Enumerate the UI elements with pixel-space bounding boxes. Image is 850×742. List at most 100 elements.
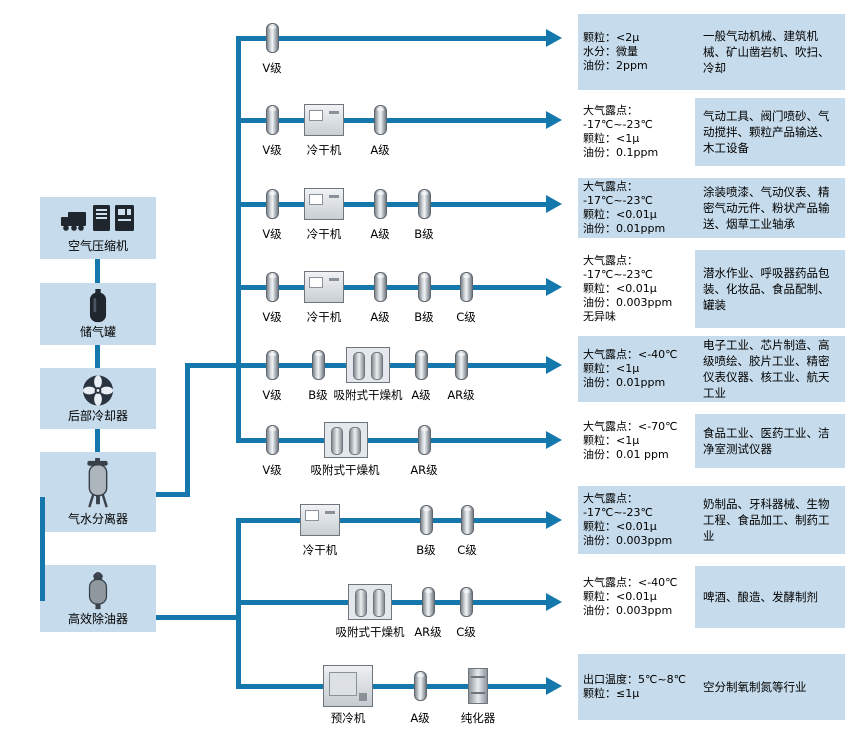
spec-line: 颗粒：<0.01μ <box>583 590 657 603</box>
spec-text: 大气露点：<-40℃ 颗粒：<1μ 油份：0.01ppm <box>583 348 678 390</box>
spec-text: 大气露点： -17℃~-23℃ 颗粒：<1μ 油份：0.1ppm <box>583 104 658 160</box>
spec-line: 无异味 <box>583 310 616 323</box>
spec-line: 油份：0.003ppm <box>583 534 673 547</box>
component-label: V级 <box>262 388 282 402</box>
equipment-oil-remover: 高效除油器 <box>40 565 156 632</box>
filter-icon <box>374 105 387 135</box>
component-label: A级 <box>370 227 390 241</box>
row-panel <box>578 486 845 554</box>
filter-icon <box>418 272 431 302</box>
spec-text: 大气露点：<-40℃ 颗粒：<0.01μ 油份：0.003ppm <box>583 576 678 618</box>
spec-line: -17℃~-23℃ <box>583 118 653 131</box>
spec-line: 出口温度：5℃~8℃ <box>583 673 686 686</box>
flow-line <box>236 36 548 41</box>
refrigerated-dryer-icon <box>304 104 344 136</box>
component-label: A级 <box>370 310 390 324</box>
flow-line <box>236 600 548 605</box>
spec-text: 颗粒：<2μ 水分：微量 油份：2ppm <box>583 31 648 73</box>
spec-text: 大气露点： -17℃~-23℃ 颗粒：<0.01μ 油份：0.003ppm <box>583 492 672 548</box>
component-label: 纯化器 <box>460 711 496 725</box>
equipment-air-compressor: 空气压缩机 <box>40 197 156 259</box>
spec-line: 大气露点：<-40℃ <box>583 576 678 589</box>
purifier-icon <box>468 668 488 704</box>
arrow-right-icon <box>546 677 562 695</box>
spec-line: -17℃~-23℃ <box>583 194 653 207</box>
arrow-right-icon <box>546 356 562 374</box>
spec-line: 大气露点： <box>583 180 638 193</box>
component-label: B级 <box>308 388 328 402</box>
component-label: A级 <box>411 388 431 402</box>
component-label: V级 <box>262 227 282 241</box>
row-panel <box>578 178 845 238</box>
filter-icon <box>266 272 279 302</box>
filter-icon <box>414 671 427 701</box>
spec-line: 大气露点： <box>583 254 638 267</box>
equipment-air-tank: 储气罐 <box>40 283 156 345</box>
flow-line <box>40 497 45 601</box>
component-label: AR级 <box>447 388 475 402</box>
spec-line: 油份：0.01ppm <box>583 376 666 389</box>
row-panel <box>578 336 845 402</box>
component-label: V级 <box>262 310 282 324</box>
arrow-right-icon <box>546 278 562 296</box>
spec-line: 油份：0.003ppm <box>583 604 673 617</box>
refrigerated-dryer-icon <box>304 188 344 220</box>
flow-line <box>236 684 548 689</box>
adsorption-dryer-icon <box>324 422 368 458</box>
component-label: 冷干机 <box>302 543 338 557</box>
arrow-right-icon <box>546 195 562 213</box>
filter-icon <box>266 23 279 53</box>
component-label: C级 <box>456 625 476 639</box>
arrow-right-icon <box>546 511 562 529</box>
flow-line <box>236 118 548 123</box>
air-compressor-icon <box>61 205 134 231</box>
row-panel <box>578 654 845 720</box>
spec-line: 颗粒：<0.01μ <box>583 520 657 533</box>
spec-line: 油份：0.1ppm <box>583 146 659 159</box>
spec-text: 大气露点： -17℃~-23℃ 颗粒：<0.01μ 油份：0.01ppm <box>583 180 665 236</box>
spec-line: 颗粒：<1μ <box>583 434 640 447</box>
spec-line: 油份：0.01 ppm <box>583 448 669 461</box>
filter-icon <box>266 189 279 219</box>
component-label: 冷干机 <box>306 143 342 157</box>
arrow-right-icon <box>546 431 562 449</box>
component-label: 冷干机 <box>306 310 342 324</box>
spec-line: 大气露点： <box>583 492 638 505</box>
spec-line: 大气露点：<-40℃ <box>583 348 678 361</box>
component-label: AR级 <box>410 463 438 477</box>
filter-icon <box>455 350 468 380</box>
component-label: 吸附式干燥机 <box>310 463 380 477</box>
spec-line: 颗粒：<2μ <box>583 31 640 44</box>
component-label: V级 <box>262 143 282 157</box>
filter-icon <box>266 350 279 380</box>
water-separator-icon <box>87 458 108 508</box>
spec-text: 出口温度：5℃~8℃ 颗粒：≤1μ <box>583 673 686 701</box>
component-label: V级 <box>262 61 282 75</box>
arrow-right-icon <box>546 111 562 129</box>
flow-line <box>236 518 548 523</box>
filter-icon <box>374 189 387 219</box>
component-label: A级 <box>410 711 430 725</box>
application-text: 一般气动机械、建筑机械、矿山凿岩机、吹扫、冷却 <box>703 29 830 75</box>
application-text: 涂装喷漆、气动仪表、精密气动元件、粉状产品输送、烟草工业轴承 <box>703 185 830 231</box>
filter-icon <box>418 425 431 455</box>
spec-line: 大气露点： <box>583 104 638 117</box>
adsorption-dryer-icon <box>346 347 390 383</box>
oil-remover-icon <box>88 572 108 610</box>
component-label: 吸附式干燥机 <box>335 625 405 639</box>
flow-line <box>156 492 190 497</box>
equipment-label: 高效除油器 <box>67 612 128 626</box>
refrigerated-dryer-icon <box>304 271 344 303</box>
spec-line: 颗粒：<1μ <box>583 132 640 145</box>
equipment-water-separator: 气水分离器 <box>40 452 156 532</box>
component-label: AR级 <box>414 625 442 639</box>
component-label: A级 <box>370 143 390 157</box>
flow-line <box>236 285 548 290</box>
spec-line: 油份：0.003ppm <box>583 296 673 309</box>
filter-icon <box>460 272 473 302</box>
component-label: C级 <box>457 543 477 557</box>
component-label: B级 <box>414 227 434 241</box>
application-text: 食品工业、医药工业、洁净室测试仪器 <box>695 414 845 468</box>
filter-icon <box>418 189 431 219</box>
